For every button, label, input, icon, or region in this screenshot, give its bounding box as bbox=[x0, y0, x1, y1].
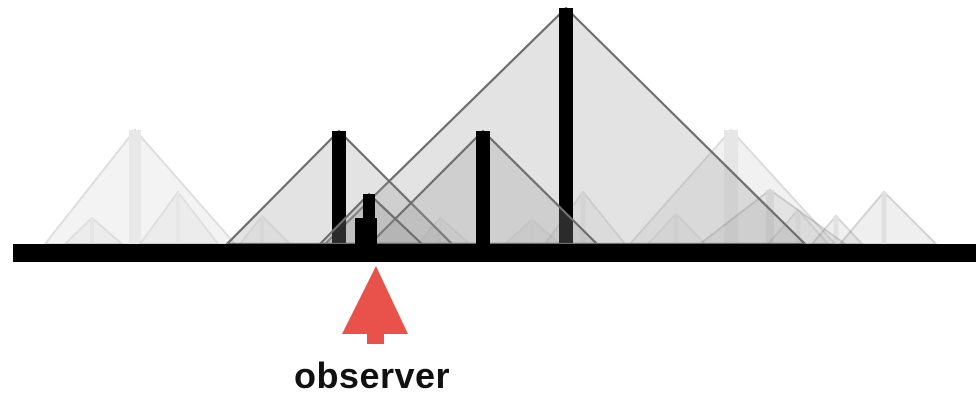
pole bbox=[559, 8, 573, 244]
pole bbox=[332, 131, 346, 244]
pole bbox=[766, 190, 774, 244]
pole bbox=[176, 192, 180, 244]
pole bbox=[260, 216, 264, 244]
pole bbox=[129, 130, 141, 244]
visibility-cone bbox=[837, 190, 939, 245]
pole-far bbox=[837, 190, 939, 245]
observer-arrow-shaft bbox=[367, 330, 384, 344]
observer-label: observer bbox=[293, 355, 451, 396]
observer-arrow bbox=[342, 266, 408, 344]
pole bbox=[724, 130, 738, 244]
pole bbox=[795, 210, 801, 244]
pole-base-block bbox=[355, 218, 377, 244]
observer-arrowhead bbox=[342, 266, 408, 334]
pole bbox=[580, 192, 586, 244]
pole bbox=[833, 216, 839, 244]
pole bbox=[881, 192, 887, 244]
foreground-poles bbox=[225, 6, 807, 246]
pole bbox=[90, 218, 94, 244]
pole-far-left bbox=[42, 128, 238, 245]
pole-near-left bbox=[225, 129, 454, 246]
pole bbox=[674, 214, 678, 244]
ground-line bbox=[13, 244, 976, 262]
pole bbox=[476, 131, 490, 244]
pole bbox=[530, 220, 534, 244]
